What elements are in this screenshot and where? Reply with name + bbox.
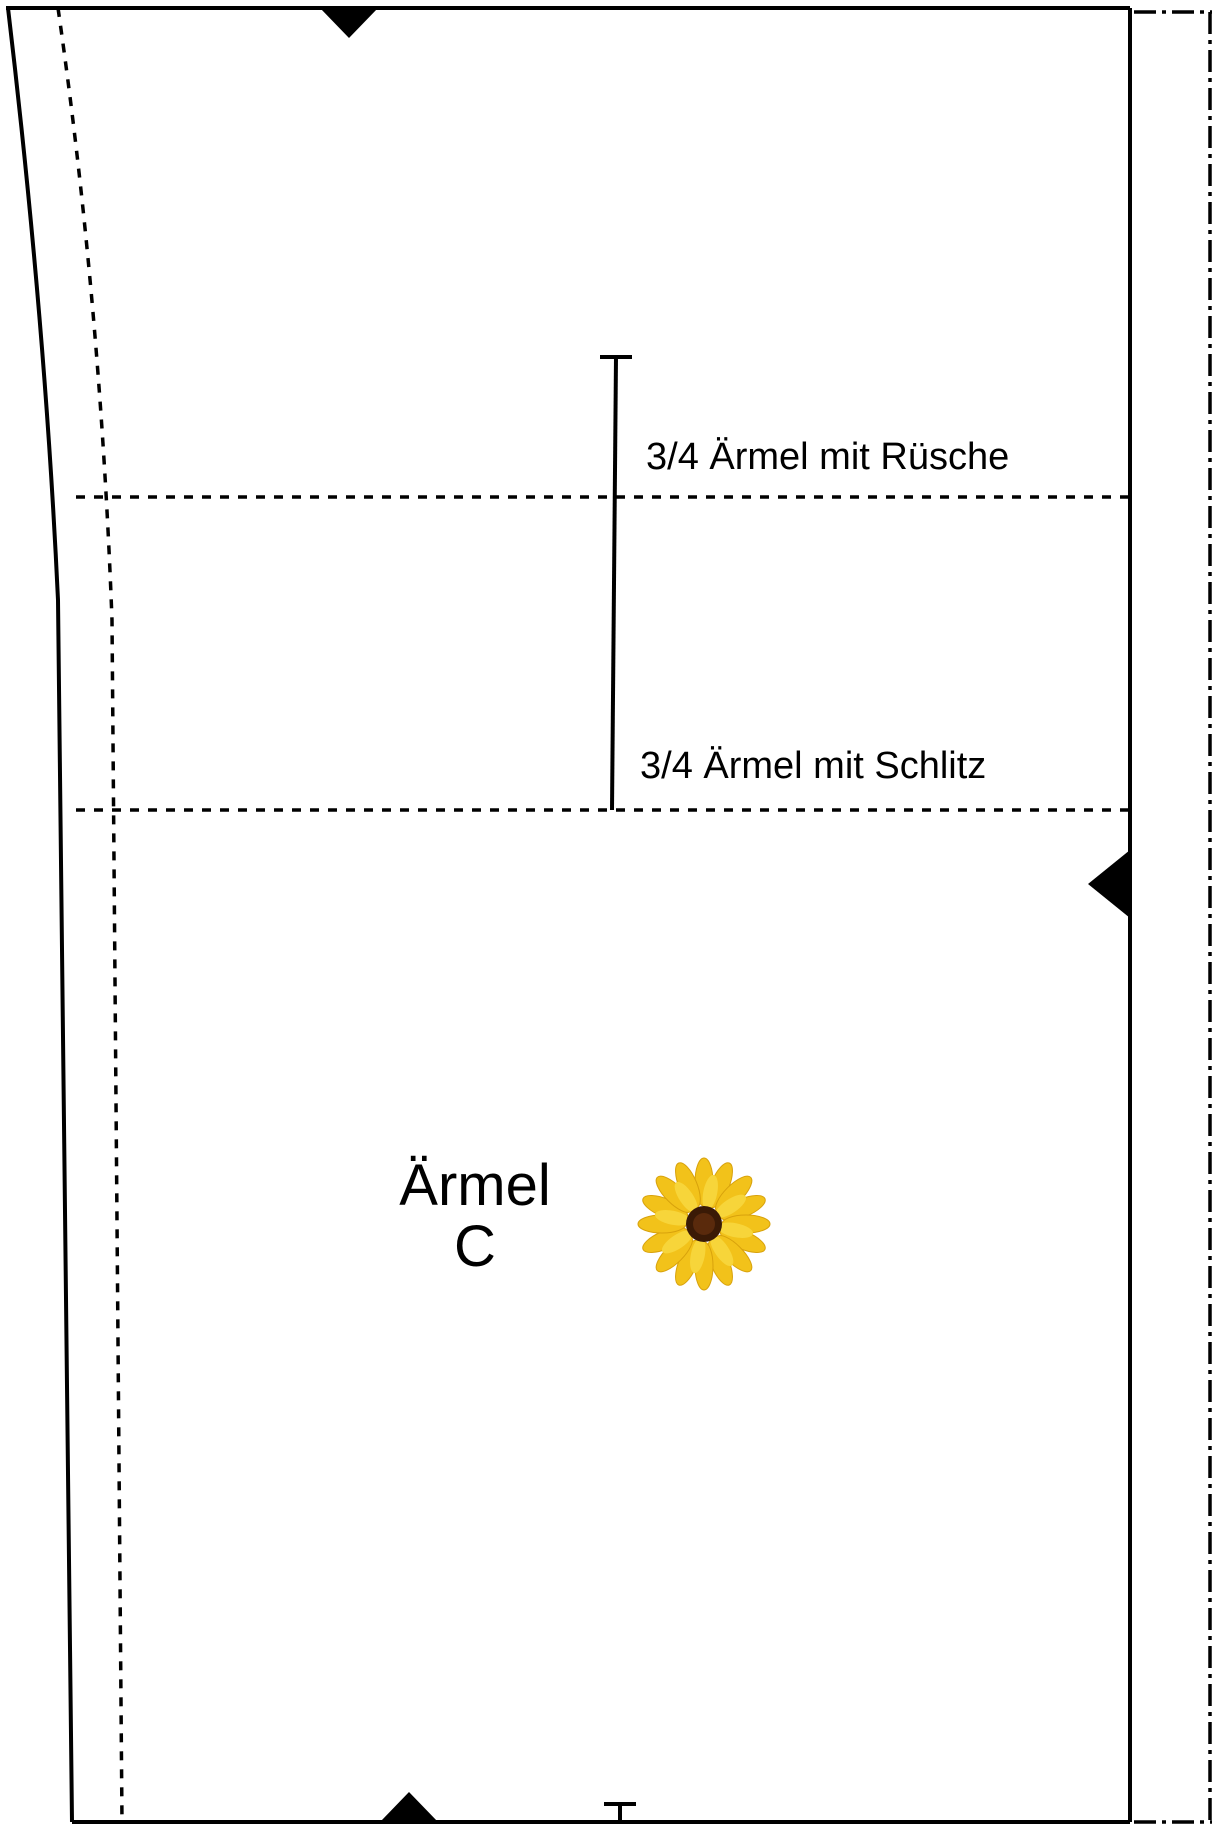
schlitz-line-label: 3/4 Ärmel mit Schlitz (640, 745, 987, 787)
left-edge (6, 7, 74, 1823)
ruesche-line-label: 3/4 Ärmel mit Rüsche (646, 436, 1010, 478)
seam-allowance-line (56, 7, 124, 1823)
bottom-notch (380, 1792, 438, 1822)
piece-name: Ärmel (399, 1153, 551, 1218)
piece-letter: C (454, 1214, 496, 1280)
piece-label: Ärmel C (395, 1155, 555, 1278)
top-notch (320, 8, 378, 38)
sunflower-icon (637, 1157, 771, 1291)
slit-marker-line (610, 356, 618, 811)
right-notch (1088, 850, 1130, 918)
